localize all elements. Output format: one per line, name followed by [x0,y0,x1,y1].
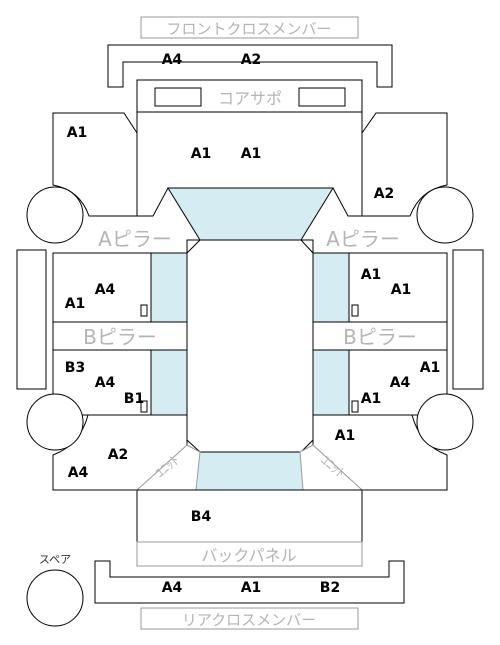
front-fender-right [361,112,448,217]
hood-left-rating: A1 [191,146,212,162]
door-handle-left-rear [140,400,148,413]
front-fender-right-rating: A2 [374,186,395,202]
rear-door-right-rating-a: A1 [420,360,441,376]
door-handle-left-front [140,304,148,317]
front-fender-left-rating: A1 [67,125,88,141]
headlight-left [154,87,202,107]
front-cross-member-label: フロントクロスメンバー [166,20,331,38]
front-right-wheel [416,186,474,244]
b-pillar-left-label: Bピラー [83,325,157,349]
front-member-right-rating: A2 [241,52,262,68]
rear-door-right-rating-b: A4 [390,375,411,391]
windshield [167,187,334,241]
rear-fender-right-rating: A1 [335,428,356,444]
rear-door-right-rating-c: A1 [361,391,382,407]
door-handle-right-rear [351,400,359,413]
rear-door-left-rating-b: A4 [95,375,116,391]
front-door-right [348,252,448,323]
front-door-right-rating-a: A1 [361,267,382,283]
front-left-wheel [26,186,84,244]
spare-tire [26,569,84,627]
roof [186,239,314,453]
door-handle-right-front [351,304,359,317]
rear-door-left-rating-a: B3 [65,360,85,376]
hood-right-rating: A1 [241,146,262,162]
front-cross-member-box [140,16,359,39]
front-fender-left [52,112,138,217]
rear-member-center-rating: A1 [241,580,262,596]
front-member-left-rating: A4 [162,52,183,68]
rear-cross-member-box [140,607,359,630]
rear-fender-left-rating-a: A2 [108,447,129,463]
side-sill-left [16,249,47,390]
headlight-right [298,87,346,107]
b-pillar-right-label: Bピラー [343,325,417,349]
rear-cross-member-label: リアクロスメンバー [182,611,316,629]
b-pillar-left [52,321,188,351]
rear-member-bracket [94,560,405,604]
back-panel-label: バックパネル [201,546,296,565]
rear-window-right [312,349,350,416]
rear-door-left-rating-c: B1 [124,391,144,407]
rear-member-left-rating: A4 [162,580,183,596]
a-pillar-left-label: Aピラー [98,227,172,251]
rear-member-right-rating: B2 [320,580,340,596]
core-support-label: コアサポ [218,89,282,108]
rear-right-wheel [416,393,474,451]
front-door-left [52,252,152,323]
front-door-left-rating-b: A1 [65,296,86,312]
front-window-left [150,252,188,323]
side-sill-right [452,249,484,390]
front-window-right [312,252,350,323]
rear-window-left [150,349,188,416]
back-panel-box [136,541,363,567]
rear-left-wheel [26,393,84,451]
trunk [136,489,363,543]
rear-fender-left-rating-b: A4 [68,465,89,481]
a-pillar-right-label: Aピラー [326,227,400,251]
spare-label: スペア [39,553,71,566]
trunk-rating: B4 [191,509,212,525]
front-door-right-rating-b: A1 [391,282,412,298]
b-pillar-right [312,321,448,351]
front-member-bracket [107,44,393,88]
rear-glass [188,451,312,491]
front-door-left-rating-a: A4 [95,282,116,298]
